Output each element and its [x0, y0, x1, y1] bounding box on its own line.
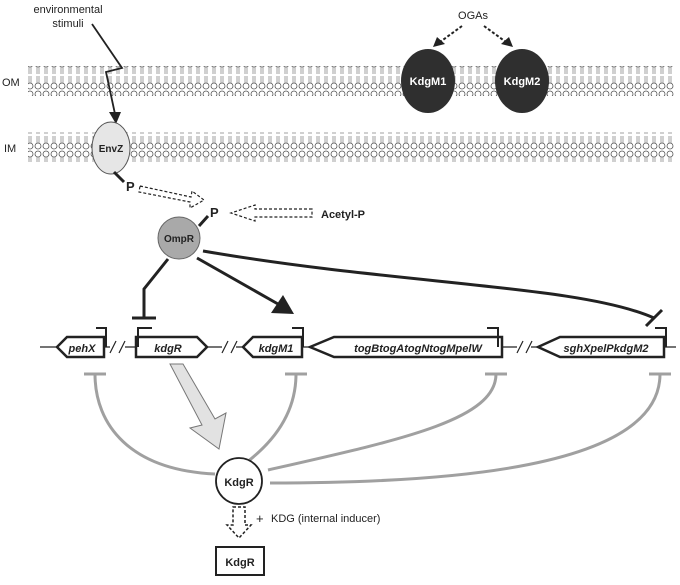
gene-kdgR-label: kdgR: [154, 343, 182, 355]
gene-pehX-label: pehX: [68, 343, 97, 355]
kdgm1-porin: [401, 49, 455, 113]
envz-label: EnvZ: [99, 144, 123, 155]
kdgr-inactive-box: [215, 546, 265, 576]
kdgr-represses-sgh-operon: [269, 373, 662, 485]
ogas-arrowhead-right: [501, 37, 513, 47]
inner-membrane-label: IM: [4, 143, 16, 155]
ompr-phosphate: P: [210, 205, 219, 220]
inducer-plus-sign: +: [256, 511, 264, 526]
kdg-inducer-label: KDG (internal inducer): [271, 513, 380, 525]
ompr-represses-sghX-bar: [644, 308, 664, 328]
outer-membrane: [28, 66, 674, 96]
gene-kdgR: [134, 335, 209, 359]
ompr-activates-kdgM1-head: [271, 295, 294, 314]
stimulus-lightning-arrow: [91, 23, 124, 115]
acetyl-p-label: Acetyl-P: [321, 209, 365, 221]
phosphotransfer-arrow: [138, 185, 206, 210]
stimulus-label-line2: stimuli: [52, 18, 83, 30]
ogas-arrow-right: [483, 25, 507, 43]
envz-protein: [91, 121, 131, 175]
gene-kdgM1-label: kdgM1: [259, 343, 294, 355]
gene-pehX: [55, 335, 106, 359]
kdgm2-porin: [495, 49, 549, 113]
kdgr-protein-label: KdgR: [224, 477, 253, 489]
outer-membrane-label: OM: [2, 77, 20, 89]
promoter-tog-operon: [487, 327, 499, 347]
stimulus-label-line1: environmental: [33, 4, 102, 16]
dna-break-1: [109, 340, 126, 354]
envz-phosphate: P: [126, 179, 135, 194]
kdgr-represses-pehX: [93, 373, 216, 476]
promoter-sgh-operon: [655, 327, 667, 347]
ogas-arrow-left: [439, 25, 463, 43]
gene-tog-operon-label: togBtogAtogNtogMpelW: [354, 343, 483, 355]
dna-break-3: [516, 340, 533, 354]
kdgr-inactive-label: KdgR: [225, 557, 254, 569]
ogas-label: OGAs: [458, 10, 488, 22]
kdgr-represses-tog-operon: [267, 373, 498, 472]
ompr-phospho-bond: [197, 214, 210, 228]
inner-membrane: [28, 132, 674, 162]
promoter-kdgR: [137, 327, 152, 347]
kdgm2-porin-label: KdgM2: [504, 76, 541, 88]
ompr-represses-sghX: [202, 249, 655, 320]
ompr-protein: [157, 216, 201, 260]
gene-sgh-operon-label: sghXpelPkdgM2: [564, 343, 649, 355]
stimulus-arrowhead: [109, 112, 121, 124]
kdgR-expression-arrow: [169, 363, 227, 450]
dna-break-2: [221, 340, 238, 354]
ompr-activates-kdgM1: [196, 256, 279, 306]
kdgr-protein: [215, 457, 263, 505]
ogas-arrowhead-left: [433, 37, 445, 47]
kdg-inducer-arrow: [225, 506, 253, 540]
gene-tog-operon: [306, 335, 504, 359]
ompr-label: OmpR: [164, 234, 195, 245]
promoter-pehX: [96, 327, 107, 347]
gene-sgh-operon: [534, 335, 666, 359]
envz-phospho-bond: [112, 170, 126, 184]
acetyl-p-arrow: [229, 204, 313, 222]
kdgm1-porin-label: KdgM1: [410, 76, 447, 88]
kdgr-represses-kdgM1: [246, 373, 298, 464]
ompr-represses-kdgR: [142, 258, 170, 318]
promoter-kdgM1: [292, 327, 304, 347]
